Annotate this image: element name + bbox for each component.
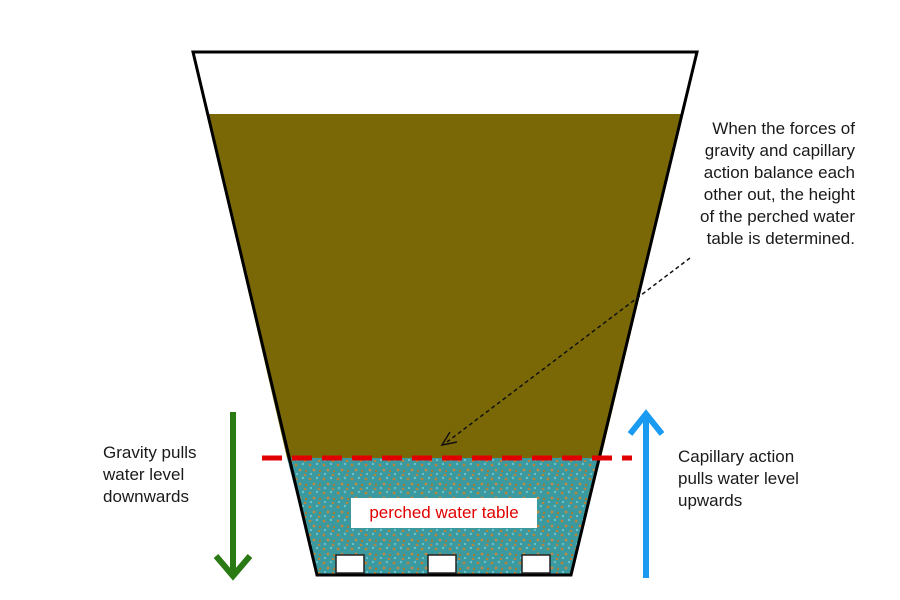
drainage-hole — [335, 554, 365, 574]
drainage-hole — [521, 554, 551, 574]
drainage-hole — [427, 554, 457, 574]
arrow-down-icon — [213, 412, 253, 581]
gravity-label: Gravity pulls water level downwards — [103, 443, 197, 506]
dashed-arrow-icon — [440, 257, 691, 447]
soil-layer — [207, 114, 683, 458]
balance-note: When the forces of gravity and capillary… — [700, 119, 855, 248]
arrow-up-icon — [627, 409, 665, 578]
perched-water-table-label: perched water table — [351, 498, 537, 528]
capillary-label: Capillary action pulls water level upwar… — [678, 447, 799, 510]
container-outline — [191, 50, 699, 577]
